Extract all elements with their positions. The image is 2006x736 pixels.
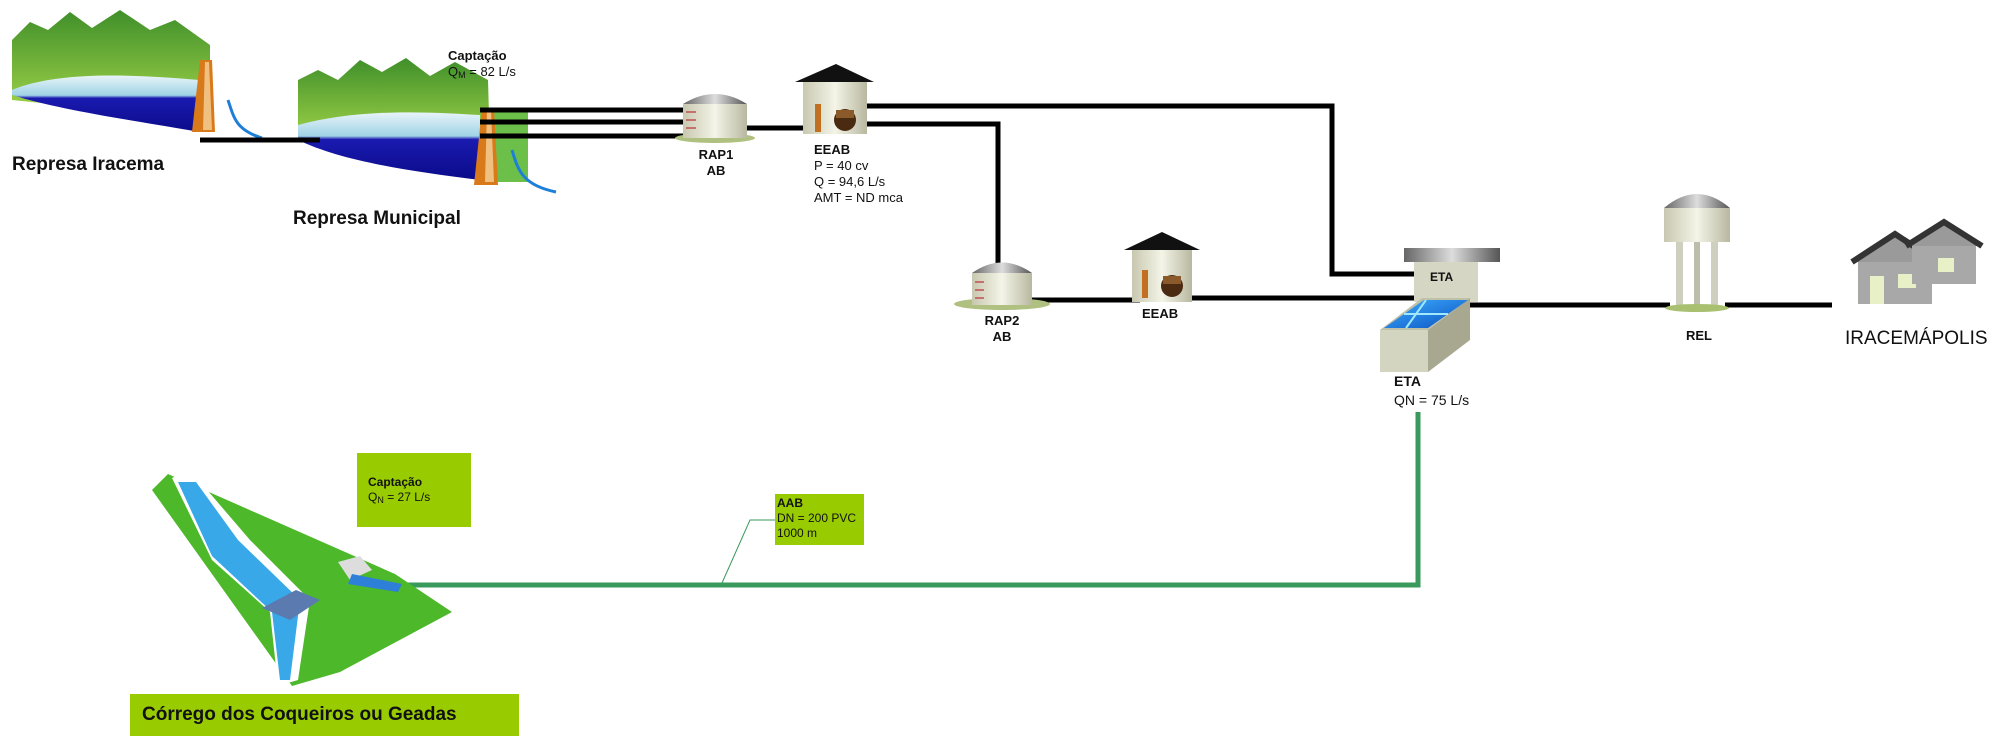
- black-pipes: [200, 103, 1832, 308]
- intake-top-title: Captação: [448, 48, 507, 63]
- intake-bottom-flow: QN = 27 L/s: [368, 490, 431, 505]
- reservoir-iracema-label: Represa Iracema: [12, 154, 165, 175]
- aab-box: AAB DN = 200 PVC 1000 m: [775, 494, 864, 545]
- eta-plant-icon: [1380, 248, 1500, 372]
- city-houses-icon: [1850, 218, 1984, 304]
- aab-spec-diameter: DN = 200 PVC: [777, 511, 857, 525]
- intake-bottom-box: Captação QN = 27 L/s: [357, 453, 471, 527]
- reservoir-municipal-label: Represa Municipal: [293, 208, 461, 229]
- intake-top-flow: QM = 82 L/s: [448, 64, 516, 80]
- reservoir-municipal-icon: [298, 58, 557, 194]
- rel-label: REL: [1686, 328, 1712, 343]
- eeab2-label: EEAB: [1142, 306, 1179, 321]
- stream-intake-icon: [152, 470, 452, 686]
- aab-name: AAB: [777, 496, 803, 510]
- eeab1-spec-head: AMT = ND mca: [814, 190, 903, 205]
- aab-spec-length: 1000 m: [777, 526, 818, 540]
- rap2-tank-icon: [954, 262, 1050, 310]
- eeab1-name: EEAB: [814, 142, 851, 157]
- eeab2-house-icon: [1124, 232, 1200, 302]
- eeab1-house-icon: [795, 64, 874, 134]
- eta-roof-label: ETA: [1430, 270, 1454, 284]
- aab-leader-line: [721, 519, 776, 584]
- eta-flow: QN = 75 L/s: [1394, 392, 1470, 408]
- stream-label-box: Córrego dos Coqueiros ou Geadas: [130, 694, 519, 736]
- eeab1-spec-power: P = 40 cv: [814, 158, 869, 173]
- reservoir-iracema-icon: [12, 10, 263, 140]
- intake-top-label: Captação QM = 82 L/s: [448, 48, 516, 83]
- eta-name: ETA: [1394, 373, 1421, 389]
- pipe-eeab-eta-top: [860, 103, 1415, 277]
- eeab1-spec-flow: Q = 94,6 L/s: [814, 174, 886, 189]
- rel-tower-icon: [1664, 194, 1730, 312]
- stream-label: Córrego dos Coqueiros ou Geadas: [142, 704, 457, 725]
- intake-bottom-title: Captação: [368, 475, 423, 489]
- pipe-eeab-rap2: [860, 121, 1001, 265]
- eeab1-label: EEAB P = 40 cv Q = 94,6 L/s AMT = ND mca: [814, 142, 903, 206]
- green-pipe: [395, 412, 1421, 588]
- city-label: IRACEMÁPOLIS: [1845, 328, 1988, 349]
- eta-label: ETA QN = 75 L/s: [1394, 372, 1469, 410]
- rap1-tank-icon: [675, 94, 755, 143]
